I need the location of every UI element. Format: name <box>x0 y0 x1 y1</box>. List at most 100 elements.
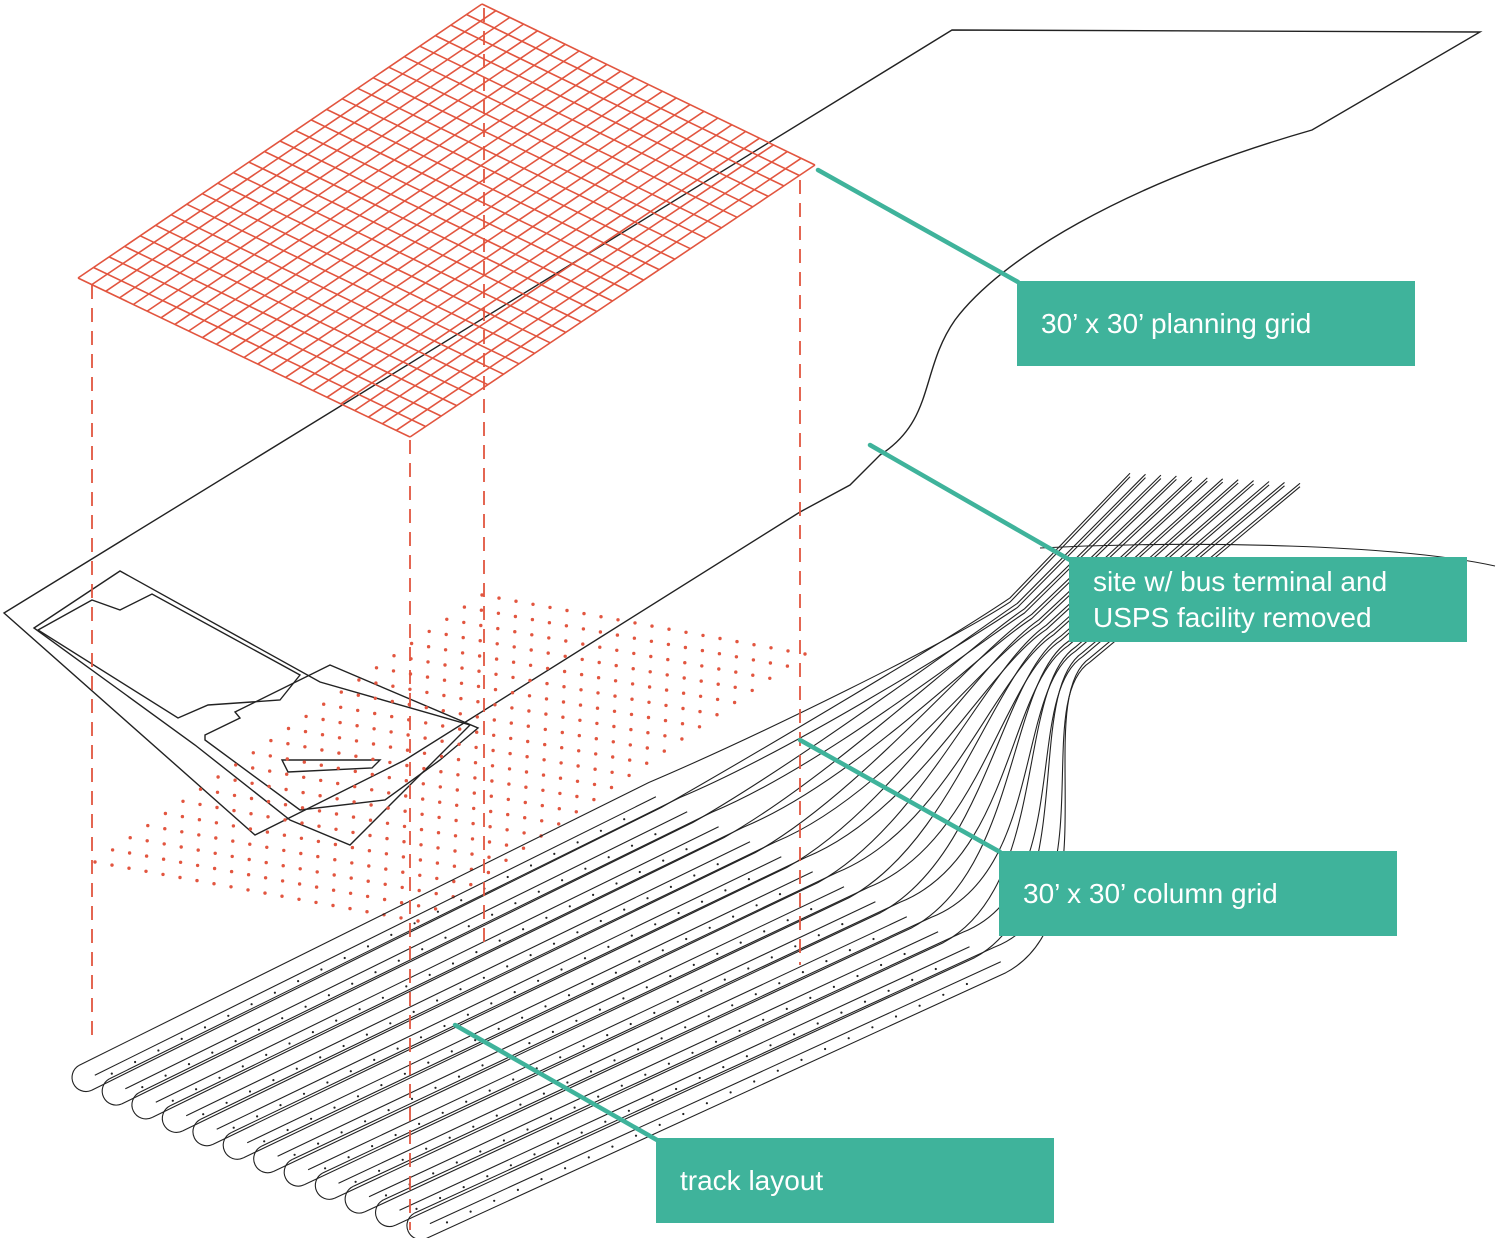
column-dot <box>388 760 392 765</box>
column-dot <box>650 624 654 628</box>
column-dot <box>521 846 526 850</box>
track-dot <box>568 905 571 908</box>
column-dot <box>286 742 290 746</box>
track-dot <box>234 1040 237 1043</box>
column-dot <box>505 828 509 832</box>
column-dot <box>457 742 461 746</box>
leader-line <box>797 737 1003 855</box>
site-label: site w/ bus terminal and USPS facility r… <box>1069 557 1467 642</box>
track-platform-edge <box>429 961 1002 1225</box>
track-dot <box>557 1142 560 1145</box>
track-dot <box>552 942 556 945</box>
track-dot <box>425 1147 428 1150</box>
column-dot <box>354 739 359 743</box>
planning-grid <box>77 3 816 438</box>
column-dot <box>493 703 497 707</box>
column-dot <box>215 790 220 794</box>
track-dot <box>387 1109 390 1112</box>
column-dot <box>616 618 620 622</box>
column-dot <box>196 848 200 852</box>
column-dot <box>267 784 271 789</box>
track-dot <box>549 1117 553 1120</box>
track-end <box>283 1159 305 1187</box>
column-dot <box>452 879 456 884</box>
column-dot <box>526 724 530 728</box>
column-dot <box>476 684 481 689</box>
column-dot <box>667 627 671 631</box>
track-dot <box>739 941 742 944</box>
track-dot <box>493 1199 496 1202</box>
column-dot <box>684 630 688 634</box>
track-dot <box>630 934 633 937</box>
column-dot <box>435 876 439 881</box>
column-dot <box>371 742 376 746</box>
column-dot <box>681 706 685 711</box>
track-dot <box>396 1047 399 1050</box>
track-dot <box>654 923 657 926</box>
track-dot <box>326 1081 329 1084</box>
column-dot <box>785 664 790 668</box>
column-dot <box>263 891 267 895</box>
track-dot <box>824 1047 827 1051</box>
track-dot <box>591 982 594 986</box>
column-dot <box>541 788 545 792</box>
column-dot <box>320 733 325 737</box>
column-dot <box>530 633 534 637</box>
column-dot <box>506 812 510 817</box>
track-dot <box>415 1207 418 1210</box>
track-dot <box>482 976 485 979</box>
track-dot <box>445 1221 449 1224</box>
track-dot <box>918 1004 921 1007</box>
column-dot <box>476 700 480 704</box>
track-dot <box>705 1102 709 1105</box>
track-dot <box>753 1080 756 1083</box>
track-dot <box>747 967 750 970</box>
column-dot <box>547 621 552 625</box>
column-dot <box>609 785 614 790</box>
column-dot <box>268 769 272 773</box>
track-dot <box>685 937 688 941</box>
column-dot <box>367 864 371 868</box>
track-dot <box>401 1158 404 1161</box>
column-dot <box>303 729 308 734</box>
column-dot <box>514 599 518 603</box>
track-dot <box>583 957 587 960</box>
column-dot <box>367 849 372 853</box>
track-dot <box>526 1128 529 1131</box>
column-dot <box>561 700 566 704</box>
track-dot <box>691 1051 694 1054</box>
track-dot <box>615 882 618 885</box>
column-dot <box>232 793 237 798</box>
column-dot <box>718 636 722 641</box>
column-dot <box>564 624 569 628</box>
column-dot <box>545 666 550 671</box>
column-dot <box>662 749 666 753</box>
column-dot <box>401 855 406 859</box>
track-dot <box>582 1045 585 1048</box>
column-dot <box>489 794 493 798</box>
track-dot <box>502 1139 505 1142</box>
track-dot <box>529 864 533 867</box>
column-dot <box>592 797 596 802</box>
column-dot <box>560 730 564 735</box>
planning-grid-line <box>298 110 705 385</box>
track-dot <box>472 1125 475 1128</box>
track-dot <box>486 1175 489 1178</box>
track-dot <box>349 1070 352 1073</box>
column-dot <box>246 888 250 892</box>
column-dot <box>575 794 579 799</box>
track-dot <box>658 1123 661 1126</box>
column-dot <box>561 715 565 719</box>
column-dot <box>404 794 408 798</box>
column-dot <box>250 781 254 785</box>
track-dot <box>559 1056 562 1059</box>
track-dot <box>281 1017 284 1020</box>
column-dot <box>408 687 412 691</box>
column-dot <box>613 694 617 698</box>
column-dot <box>321 717 325 722</box>
track-dot <box>263 1140 266 1143</box>
column-dot <box>632 636 637 640</box>
track-dot <box>516 1188 520 1191</box>
column-dot <box>577 733 581 738</box>
column-dot <box>610 770 614 774</box>
